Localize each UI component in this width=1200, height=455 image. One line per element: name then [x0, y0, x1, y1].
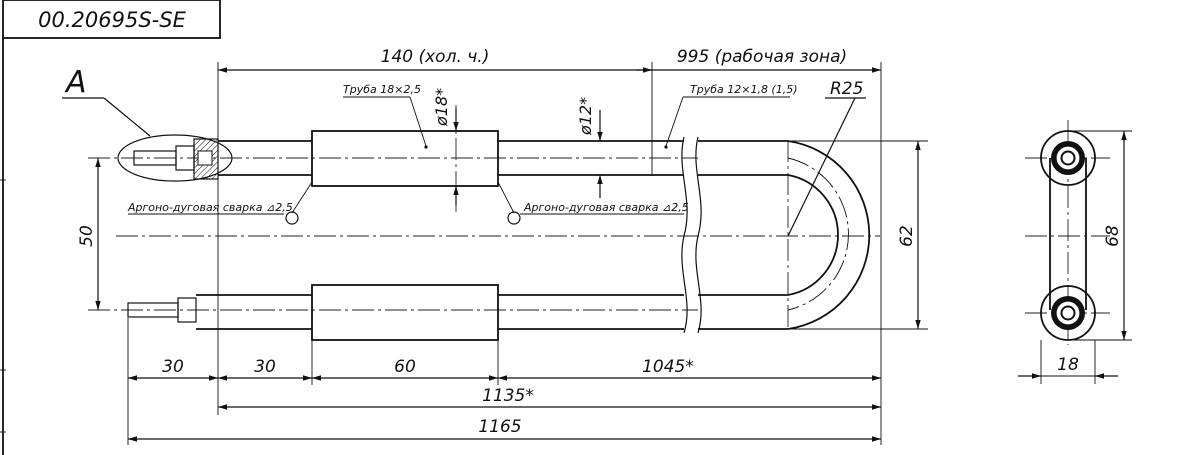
radius-label: R25: [830, 79, 863, 99]
dim-top: 140 (хол. ч.) 995 (рабочая зона): [217, 47, 882, 236]
dim-62: 62: [788, 140, 928, 330]
d30b-label: 30: [254, 357, 276, 377]
upper-sleeve: [311, 130, 499, 187]
d1165-label: 1165: [478, 417, 521, 437]
pipe-large-callout: Труба 18×2,5: [343, 83, 428, 149]
view-label: A: [64, 65, 87, 100]
lower-sleeve: [311, 284, 499, 341]
pipe-large-label: Труба 18×2,5: [343, 83, 421, 96]
pipe-small-callout: Труба 12×1,8 (1,5): [664, 83, 798, 149]
lower-tube: [127, 284, 788, 341]
d1045-label: 1045*: [642, 357, 694, 377]
u-bend: R25: [787, 79, 871, 330]
work-zone-label: 995 (рабочая зона): [677, 47, 847, 67]
stamp-code: 00.20695S-SE: [38, 8, 186, 32]
weld-left-callout: Аргоно-дуговая сварка ⊿2,5: [127, 181, 313, 225]
height68-label: 68: [1103, 225, 1123, 247]
d1135-label: 1135*: [482, 386, 534, 406]
d60-label: 60: [394, 357, 416, 377]
dim-dia12: ø12*: [576, 97, 603, 198]
pipe-small-label: Труба 12×1,8 (1,5): [690, 83, 798, 96]
dim-bottom: 30 30 60 1045* 1135* 1165: [127, 178, 882, 445]
height50-label: 50: [77, 225, 97, 247]
dia18-label: ø18*: [432, 88, 451, 127]
cold-part-label: 140 (хол. ч.): [381, 47, 490, 67]
side-top-ring: [1040, 130, 1096, 186]
dim-50: 50: [77, 158, 101, 310]
upper-tube: [133, 130, 788, 187]
weld-left-label: Аргоно-дуговая сварка ⊿2,5: [127, 201, 293, 214]
weld-right-callout: Аргоно-дуговая сварка ⊿2,5: [497, 181, 689, 225]
height62-label: 62: [897, 225, 917, 247]
title-stamp: 00.20695S-SE: [2, 0, 221, 39]
side-view: 68 18: [1018, 120, 1132, 384]
width18-label: 18: [1057, 355, 1079, 375]
weld-right-label: Аргоно-дуговая сварка ⊿2,5: [523, 201, 689, 214]
d30a-label: 30: [162, 357, 184, 377]
side-bottom-ring: [1040, 285, 1096, 341]
dim-dia18: ø18*: [432, 88, 459, 205]
dia12-label: ø12*: [576, 97, 595, 136]
